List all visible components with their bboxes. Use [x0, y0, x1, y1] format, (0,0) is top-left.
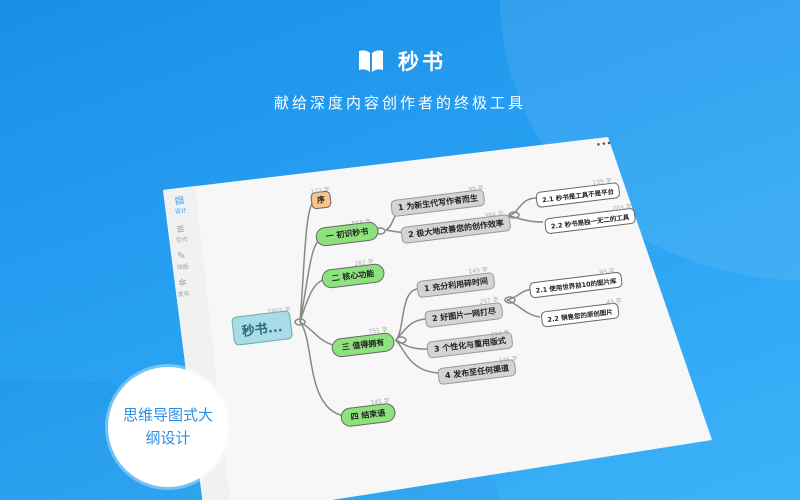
collapse-toggle — [508, 211, 520, 219]
connector — [299, 199, 316, 323]
connector — [299, 321, 346, 417]
connector — [506, 299, 541, 318]
word-count: 93 字 — [598, 267, 616, 277]
word-count: 43 字 — [605, 297, 623, 307]
collapse-toggle — [294, 318, 306, 326]
subtitle: 献给深度内容创作者的终极工具 — [273, 94, 526, 112]
collapse-toggle — [395, 336, 407, 344]
word-count: 99 字 — [467, 184, 485, 194]
feature-badge: 思维导图式大纲设计 — [108, 367, 228, 487]
connector — [508, 197, 538, 217]
brand-title: 秒书 — [398, 50, 446, 74]
connector — [508, 215, 544, 223]
collapse-toggle — [504, 296, 516, 304]
connector — [395, 288, 419, 341]
brand: 秒书 — [358, 46, 446, 76]
open-book-icon — [359, 50, 383, 72]
